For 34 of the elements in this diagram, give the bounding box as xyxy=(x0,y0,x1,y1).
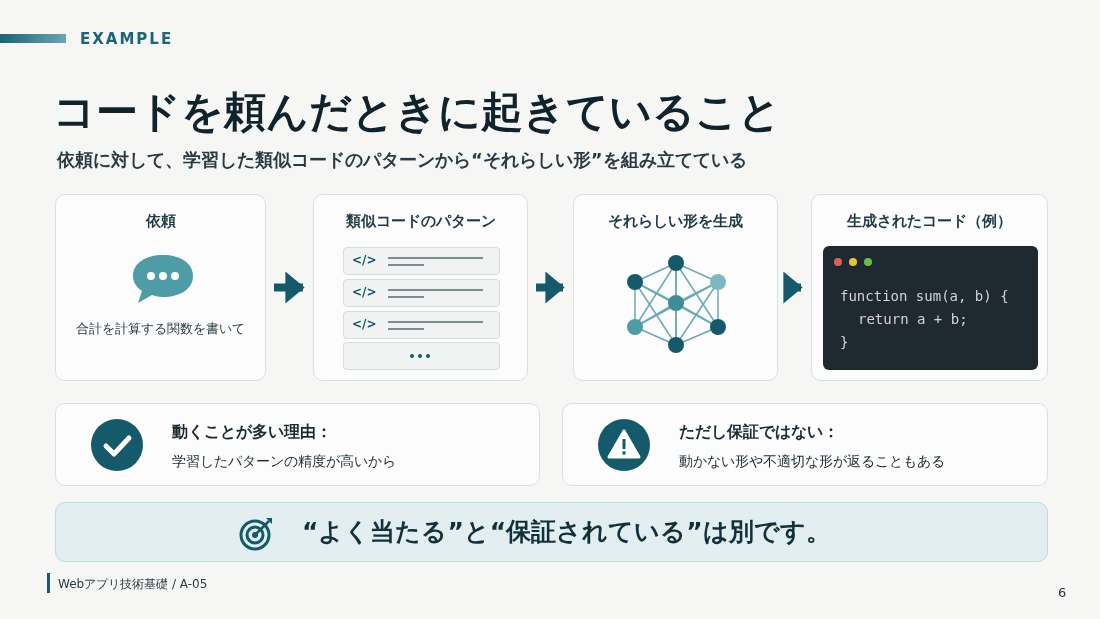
card-title: 生成されたコード（例） xyxy=(845,212,1013,231)
code-tag: </> xyxy=(352,285,377,299)
code-tag: </> xyxy=(352,317,377,331)
card-title: 依頼 xyxy=(144,212,177,231)
info-card xyxy=(562,403,1048,486)
code-line: return a + b; xyxy=(858,311,968,327)
empty-row xyxy=(343,342,500,370)
footer-text: Webアプリ技術基礎 / A-05 xyxy=(58,576,208,593)
code-row xyxy=(343,311,500,339)
card-text: 動かない形や不適切な形が返ることもある xyxy=(679,453,945,471)
step-card xyxy=(573,194,778,381)
subtitle: 依頼に対して、学習した類似コードのパターンから“それらしい形”を組み立てている xyxy=(57,148,747,172)
code-tag: </> xyxy=(352,253,377,267)
step-card xyxy=(811,194,1048,381)
info-card xyxy=(55,403,540,486)
code-row xyxy=(343,279,500,307)
page-number: 6 xyxy=(1058,585,1067,600)
card-title: ただし保証ではない： xyxy=(679,422,839,443)
step-card xyxy=(313,194,528,381)
card-title: それらしい形を生成 xyxy=(607,212,744,231)
code-line: function sum(a, b) { xyxy=(840,288,1009,304)
code-line: } xyxy=(840,334,849,350)
message-banner xyxy=(55,502,1048,562)
arrow xyxy=(783,271,803,304)
card-text: 学習したパターンの精度が高いから xyxy=(172,453,396,471)
banner-text: “よく当たる”と“保証されている”は別です。 xyxy=(302,516,831,548)
step-card xyxy=(55,194,266,381)
code-window xyxy=(823,246,1038,370)
card-title: 類似コードのパターン xyxy=(344,212,497,231)
card-text: 合計を計算する関数を書いて xyxy=(75,320,246,338)
card-title: 動くことが多い理由： xyxy=(172,422,332,443)
section-label: EXAMPLE xyxy=(80,30,174,48)
code-row xyxy=(343,247,500,275)
title: コードを頼んだときに起きていること xyxy=(53,86,781,138)
